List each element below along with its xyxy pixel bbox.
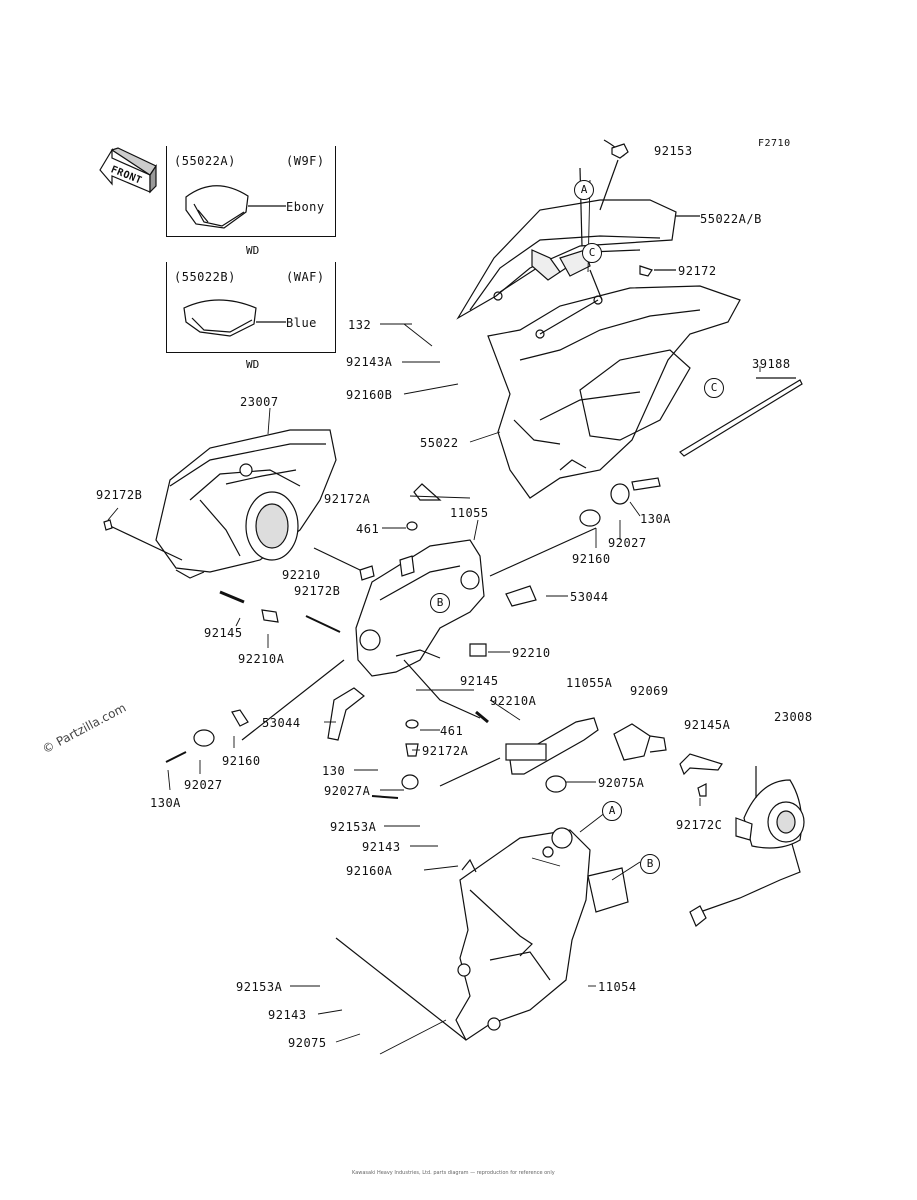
part-label: 132	[348, 318, 372, 332]
callout-c-top: C	[582, 243, 602, 263]
part-label: 92069	[630, 684, 669, 698]
part-label: 92075	[288, 1036, 327, 1050]
part-label: 92210A	[490, 694, 537, 708]
part-label: 92145	[460, 674, 499, 688]
part-label: 39188	[752, 357, 791, 371]
part-label: 55022	[420, 436, 459, 450]
part-label: 92172C	[676, 818, 723, 832]
variant-box-blue	[166, 262, 336, 353]
bracket-11055A-drawing	[439, 717, 667, 793]
part-label: 130A	[150, 796, 181, 810]
part-label: 92160	[572, 552, 611, 566]
variant-2-part: (55022B)	[174, 270, 236, 284]
callout-a-top: A	[574, 180, 594, 200]
part-label: 23007	[240, 395, 279, 409]
footer-note: Kawasaki Heavy Industries, Ltd. parts di…	[352, 1170, 555, 1176]
part-label: 11054	[598, 980, 637, 994]
part-label: 92172A	[422, 744, 469, 758]
headlight-bracket-11055-drawing	[313, 539, 485, 677]
part-label: 461	[440, 724, 464, 738]
part-label: 92172A	[324, 492, 371, 506]
part-label: 23008	[774, 710, 813, 724]
part-label: 92027	[608, 536, 647, 550]
windscreen-ebony-icon	[185, 185, 286, 229]
part-label: 92145A	[684, 718, 731, 732]
part-label: 92027A	[324, 784, 371, 798]
variant-box-ebony	[166, 146, 336, 237]
part-label: 92210	[282, 568, 321, 582]
part-label: 11055A	[566, 676, 613, 690]
part-label: 92027	[184, 778, 223, 792]
variant-2-code: (WAF)	[286, 270, 325, 284]
part-label: 461	[356, 522, 380, 536]
part-label: 53044	[570, 590, 609, 604]
variant-2-color: Blue	[286, 316, 317, 330]
position-lamp-drawing	[679, 753, 805, 927]
part-label: 55022A/B	[700, 212, 762, 226]
part-label: 11055	[450, 506, 489, 520]
part-label: 92153	[654, 144, 693, 158]
part-label: 92172	[678, 264, 717, 278]
part-label: 53044	[262, 716, 301, 730]
callout-b-bracket: B	[430, 593, 450, 613]
part-label: 92075A	[598, 776, 645, 790]
callout-b-lower: B	[640, 854, 660, 874]
variant-1-color: Ebony	[286, 200, 325, 214]
callout-a-lower: A	[602, 801, 622, 821]
part-label: 130	[322, 764, 346, 778]
part-label: 92160B	[346, 388, 393, 402]
variant-2-note: WD	[246, 358, 260, 371]
stay-11054-drawing	[335, 827, 629, 1041]
trim-strip-drawing	[679, 377, 803, 457]
part-label: 130A	[640, 512, 671, 526]
part-label: 92160A	[346, 864, 393, 878]
part-label: 92145	[204, 626, 243, 640]
headlight-drawing	[103, 429, 337, 579]
part-label: 92153A	[236, 980, 283, 994]
variant-1-code: (W9F)	[286, 154, 325, 168]
part-label: 92143	[362, 840, 401, 854]
callout-c-strip: C	[704, 378, 724, 398]
part-label: 92172B	[96, 488, 143, 502]
upper-cowl-drawing	[456, 139, 741, 499]
part-label: 92143A	[346, 355, 393, 369]
part-label: 92160	[222, 754, 261, 768]
part-label: 92143	[268, 1008, 307, 1022]
figure-code: F2710	[758, 138, 791, 149]
windscreen-blue-icon	[183, 299, 286, 337]
front-arrow-icon	[99, 147, 157, 194]
part-label: 92210A	[238, 652, 285, 666]
part-label: 92153A	[330, 820, 377, 834]
part-label: 92172B	[294, 584, 341, 598]
hardware-drawing	[165, 477, 661, 799]
variant-1-note: WD	[246, 244, 260, 257]
part-label: 92210	[512, 646, 551, 660]
variant-1-part: (55022A)	[174, 154, 236, 168]
